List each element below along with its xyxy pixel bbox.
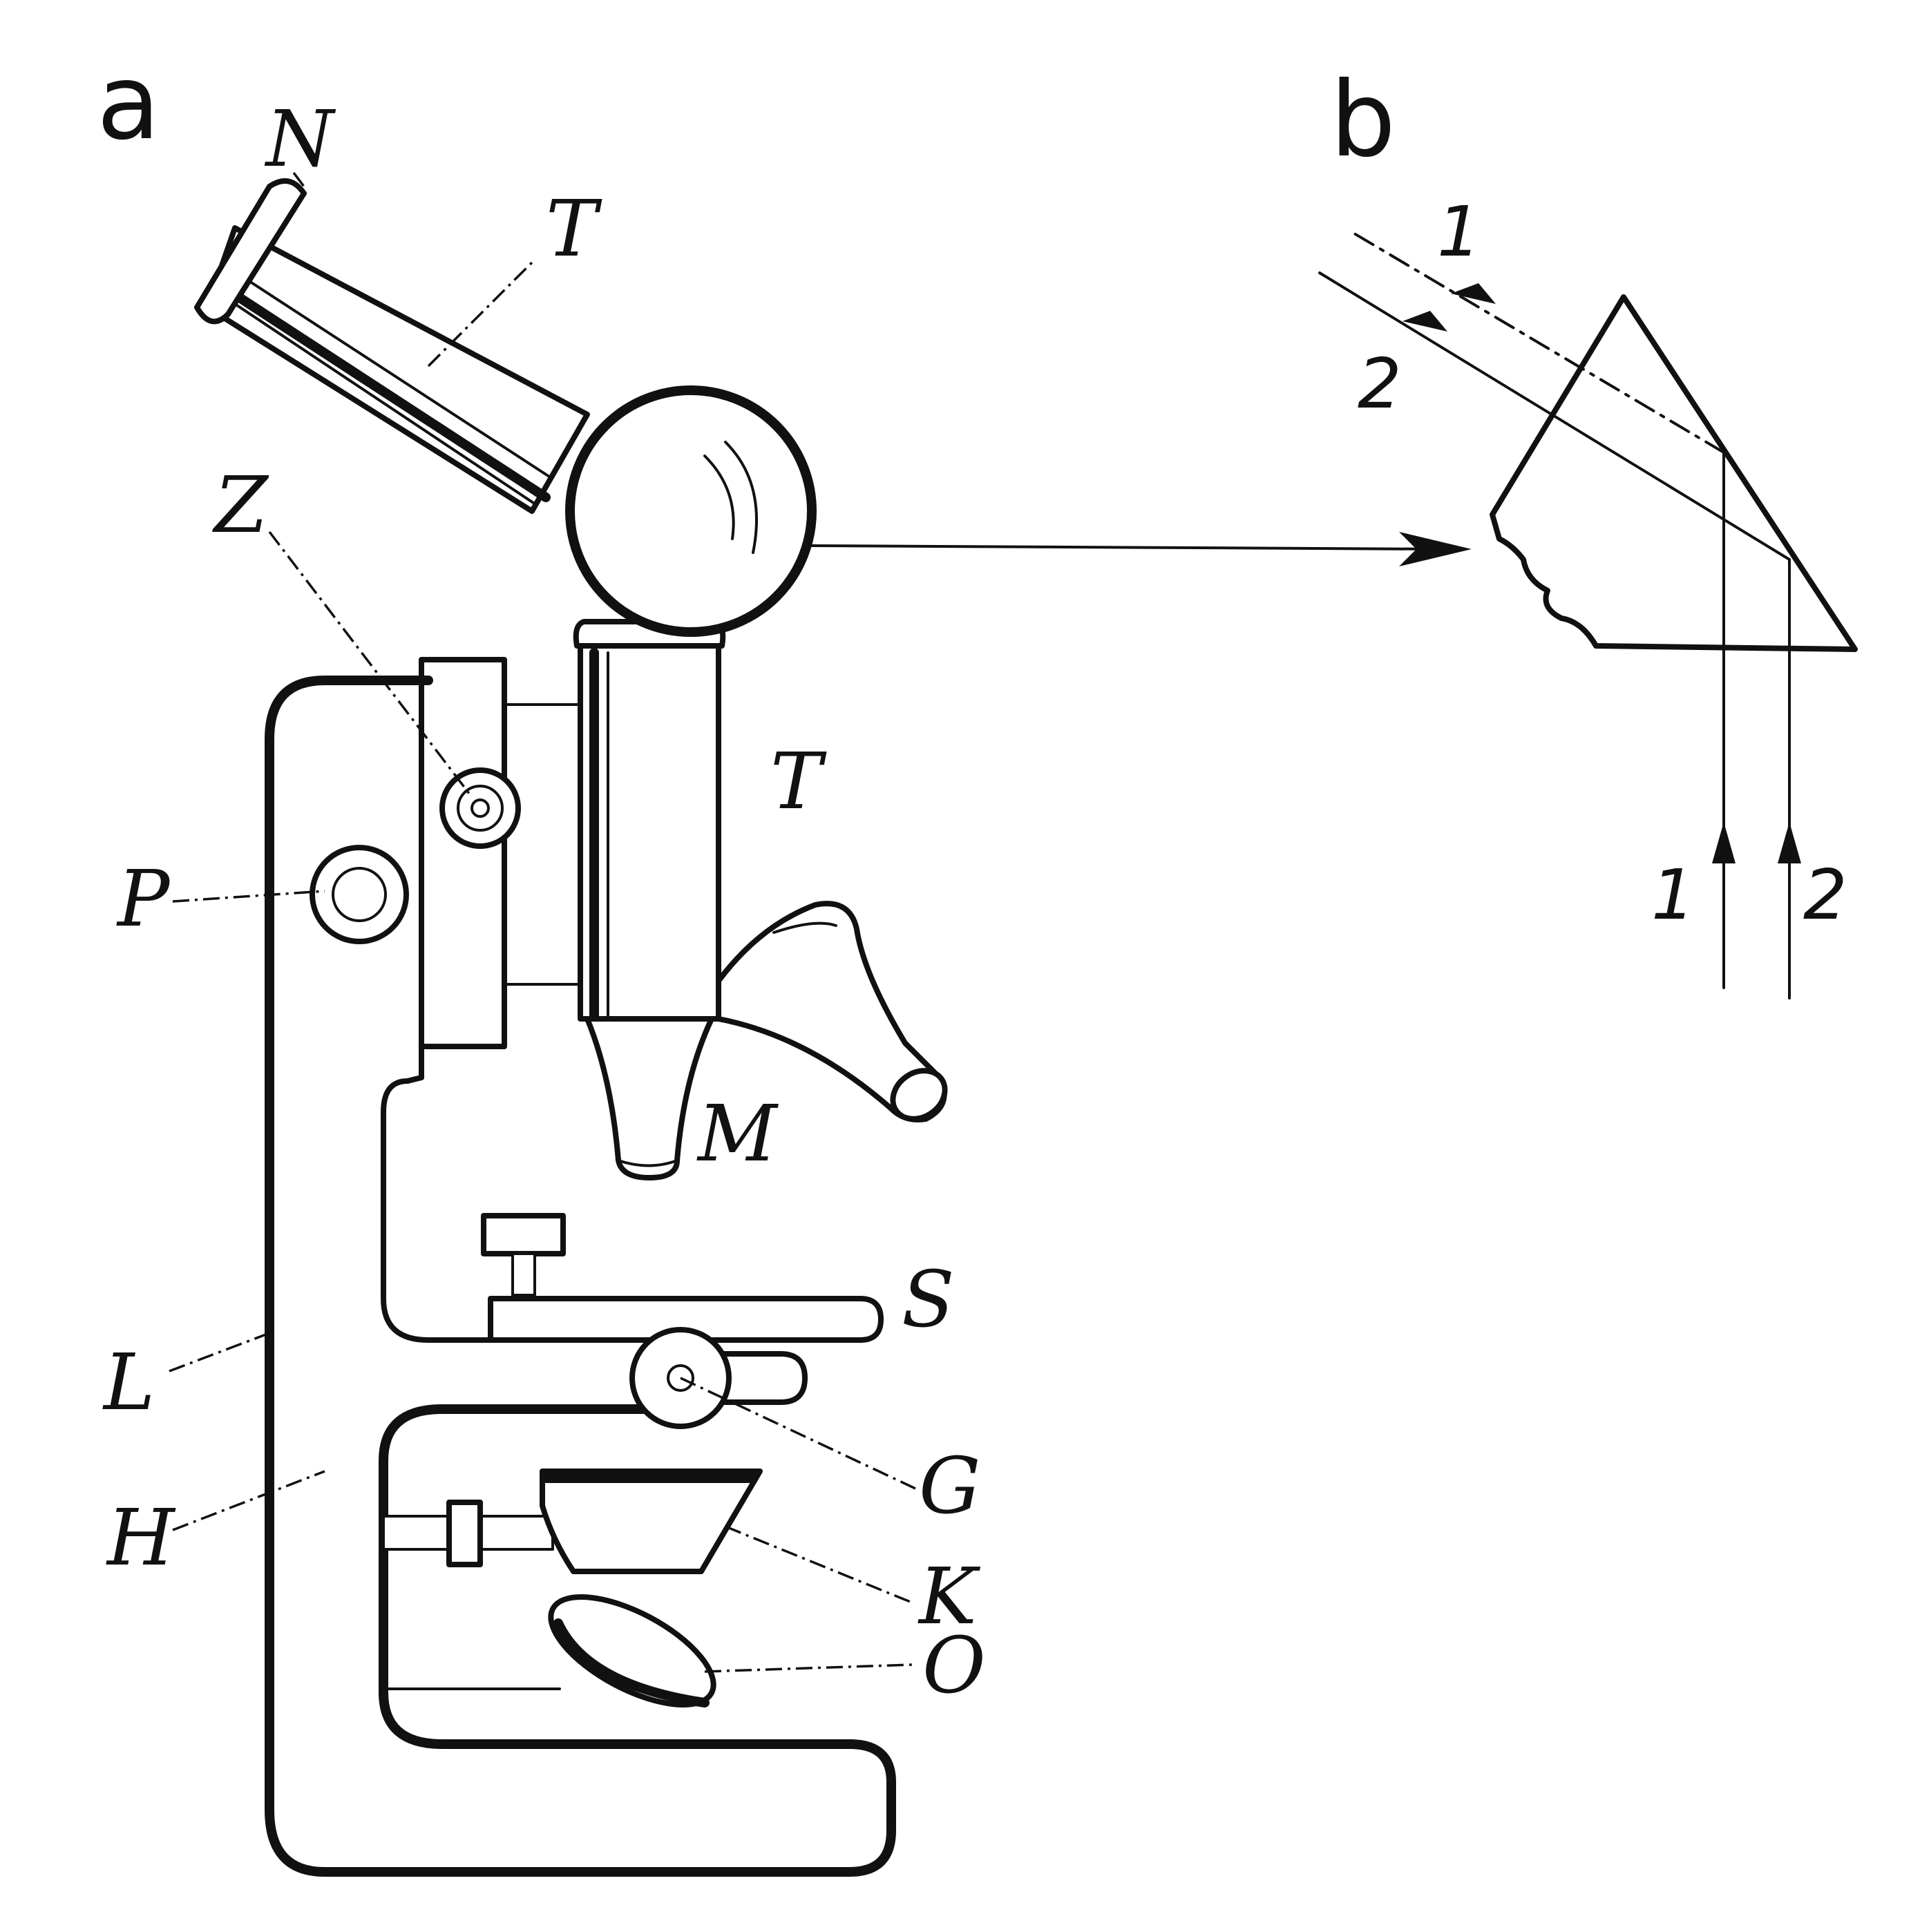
label-M: M — [696, 1089, 779, 1179]
leader-H — [172, 1470, 325, 1531]
leader-K — [725, 1525, 913, 1604]
leader-O — [704, 1663, 913, 1673]
body-tube — [573, 619, 726, 1022]
label-T-body: T — [770, 737, 827, 827]
label-T-eyepiece: T — [546, 184, 602, 274]
stage-knob[interactable] — [629, 1327, 808, 1429]
label-N: N — [264, 95, 336, 184]
rack-column — [419, 657, 507, 1049]
microscope-figure: a N T Z T P M S L G H K O — [97, 43, 986, 1877]
eyepiece-cap — [194, 178, 307, 325]
prism-outline — [1490, 294, 1858, 652]
leader-T1 — [427, 261, 533, 367]
condenser — [382, 1469, 763, 1574]
label-H: H — [106, 1493, 176, 1583]
mirror — [548, 1594, 716, 1708]
leader-N — [292, 171, 305, 188]
connect-arrow — [810, 532, 1472, 566]
ray-label-in-1: 1 — [1651, 854, 1695, 935]
focus-knob[interactable] — [439, 767, 521, 849]
label-G: G — [919, 1442, 980, 1531]
ray-label-out-2: 2 — [1358, 343, 1402, 424]
label-O: O — [922, 1621, 986, 1711]
arm-inner — [381, 1044, 493, 1343]
label-L: L — [102, 1338, 155, 1428]
pin-knob — [310, 845, 409, 944]
objective-lens — [584, 1016, 714, 1180]
prism-figure: b 1 2 1 2 — [1318, 60, 1858, 1000]
ray-label-in-2: 2 — [1803, 854, 1847, 935]
panel-label-a: a — [97, 43, 160, 163]
ray-1 — [1349, 230, 1736, 989]
ray-2 — [1318, 271, 1801, 1000]
leader-P — [172, 890, 325, 903]
stage — [488, 1296, 884, 1343]
stage-clip-screw[interactable] — [481, 1213, 566, 1297]
ray-label-out-1: 1 — [1437, 191, 1481, 272]
leader-G — [680, 1377, 916, 1490]
side-attachment — [716, 901, 948, 1122]
prism-head — [565, 385, 817, 637]
label-S: S — [902, 1255, 955, 1345]
eyepiece-tube — [205, 225, 590, 514]
label-P: P — [116, 854, 171, 944]
stand-frame — [265, 676, 896, 1877]
label-K: K — [918, 1552, 981, 1642]
leader-L — [169, 1332, 270, 1373]
label-Z: Z — [212, 461, 269, 551]
arrow-head — [1399, 532, 1472, 566]
panel-label-b: b — [1330, 60, 1396, 180]
leader-Z — [268, 530, 471, 796]
